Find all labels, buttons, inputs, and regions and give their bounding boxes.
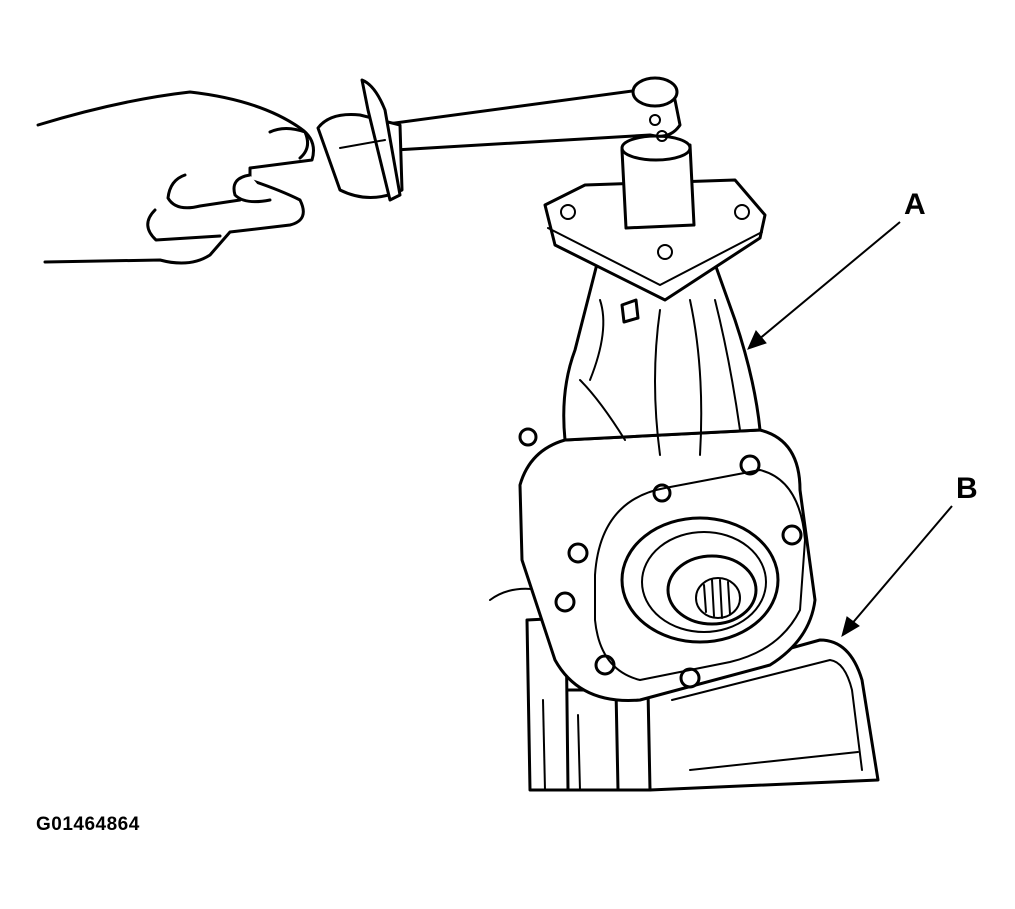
callout-a-leader xyxy=(747,221,901,350)
wrench-tool xyxy=(316,76,682,202)
callout-label-a: A xyxy=(904,188,926,221)
callout-label-b: B xyxy=(956,472,978,505)
callout-b-leader xyxy=(841,505,953,638)
hand xyxy=(36,90,315,265)
transfer-case-housing xyxy=(518,134,817,702)
figure-id: G01464864 xyxy=(36,814,140,835)
